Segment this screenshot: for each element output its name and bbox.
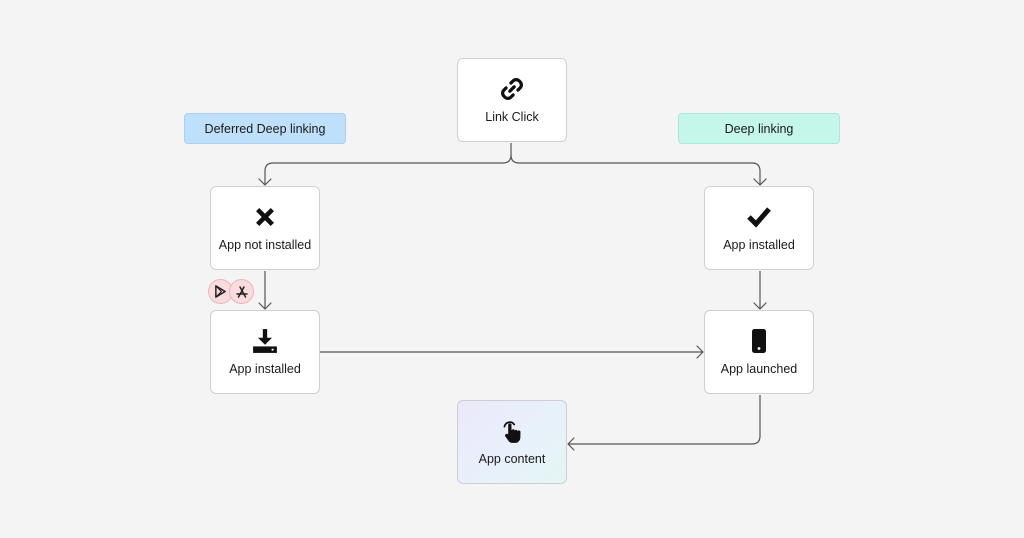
node-label: App content [478,452,546,466]
node-label: App installed [229,362,301,376]
edge-link-to-installed [510,154,761,185]
arrowhead [696,345,704,359]
node-label: App installed [723,238,795,252]
smartphone-icon [746,328,772,354]
node-link-click: Link Click [457,58,567,142]
x-mark-icon [252,204,278,230]
edge-link-to-not-installed [264,143,512,185]
deep-linking-tag: Deep linking [678,113,840,144]
checkmark-icon [746,204,772,230]
arrowhead [567,437,575,451]
arrowhead [258,302,272,310]
node-app-installed-left: App installed [210,310,320,394]
node-label: Link Click [485,110,539,124]
google-play-icon [208,279,233,304]
node-app-content: App content [457,400,567,484]
node-label: App not installed [218,238,312,252]
arrowhead [258,178,272,186]
arrowhead [753,178,767,186]
node-app-not-installed: App not installed [210,186,320,270]
node-label: App launched [720,362,798,376]
download-icon [252,328,278,354]
tap-hand-icon [499,418,525,444]
tag-label: Deep linking [724,121,794,136]
edge-launched-to-content [568,395,761,445]
arrowhead [753,302,767,310]
node-app-installed-right: App installed [704,186,814,270]
link-icon [499,76,525,102]
app-store-icon [229,279,254,304]
tag-label: Deferred Deep linking [204,121,326,136]
deferred-deep-linking-tag: Deferred Deep linking [184,113,346,144]
node-app-launched: App launched [704,310,814,394]
